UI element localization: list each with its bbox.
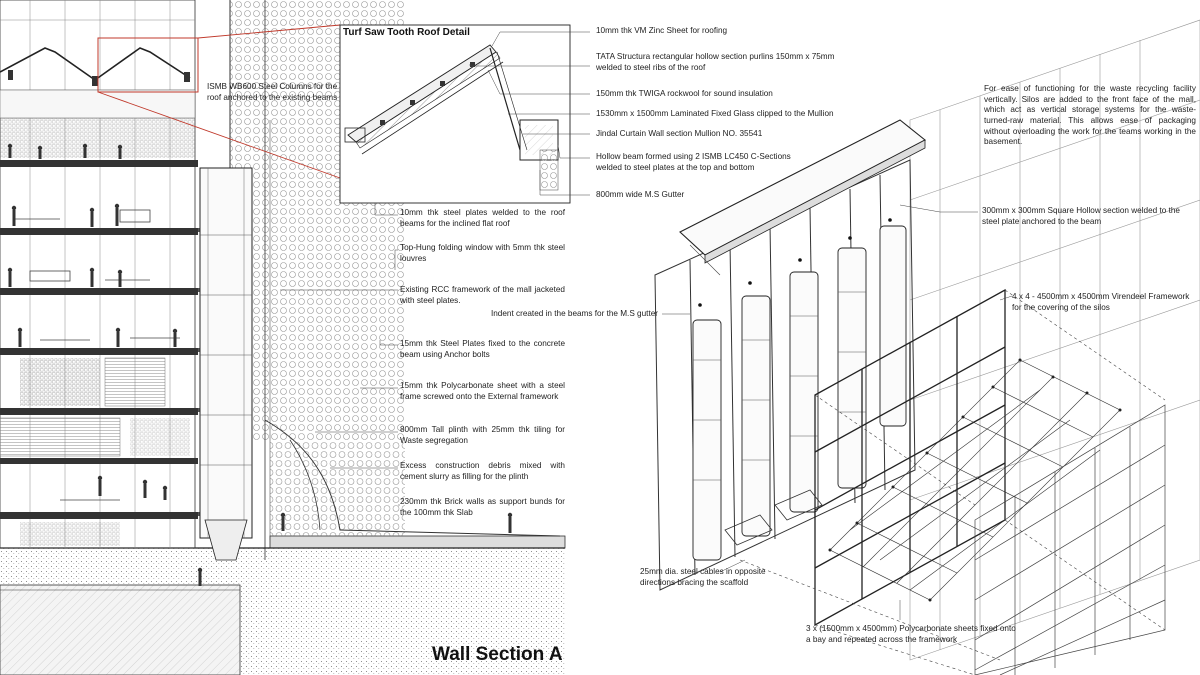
- roof-note-gutter: 800mm wide M.S Gutter: [596, 190, 685, 199]
- floor-slabs: [0, 160, 228, 519]
- roof-note-rockwool: 150mm thk TWIGA rockwool for sound insul…: [596, 89, 773, 98]
- section-note-plinth: 800mm Tall plinth with 25mm thk tiling f…: [400, 425, 565, 445]
- section-note-rcc: Existing RCC framework of the mall jacke…: [400, 285, 565, 305]
- section-note-anchor-plates: 15mm thk Steel Plates fixed to the concr…: [400, 339, 565, 359]
- iso-note-indent: Indent created in the beams for the M.S …: [490, 309, 658, 318]
- isometric-silo-drawing: [654, 19, 1200, 675]
- section-note-window: Top-Hung folding window with 5mm thk ste…: [400, 243, 565, 263]
- section-note-steel-plates: 10mm thk steel plates welded to the roof…: [400, 208, 565, 228]
- silo-tube: [199, 167, 253, 561]
- iso-roof-canopy: [679, 119, 927, 276]
- roof-detail-drawing: [339, 24, 590, 204]
- iso-cable-bracing: [829, 359, 1121, 601]
- roof-note-mullion: Jindal Curtain Wall section Mullion NO. …: [596, 129, 763, 138]
- roof-detail-title: Turf Saw Tooth Roof Detail: [343, 27, 470, 38]
- iso-note-square-hollow: 300mm x 300mm Square Hollow section weld…: [982, 206, 1180, 226]
- roof-note-hollow-beam: Hollow beam formed using 2 ISMB LC450 C-…: [596, 152, 791, 172]
- iso-polycarbonate-panel: [974, 404, 1166, 675]
- people-figures: [7, 143, 513, 586]
- iso-note-virendeel: 4 x 4 - 4500mm x 4500mm Virendeel Framew…: [1012, 292, 1190, 312]
- iso-silos: [692, 225, 907, 561]
- section-note-debris: Excess construction debris mixed with ce…: [400, 461, 565, 481]
- wall-section-title: Wall Section A: [432, 644, 563, 665]
- iso-description: For ease of functioning for the waste re…: [984, 84, 1196, 147]
- section-note-brick-walls: 230mm thk Brick walls as support bunds f…: [400, 497, 565, 517]
- iso-leaders: [662, 204, 1013, 620]
- roof-detail-callout-frame: [97, 37, 199, 93]
- roof-note-zinc-sheet: 10mm thk VM Zinc Sheet for roofing: [596, 26, 728, 35]
- saw-tooth-roof: [0, 47, 191, 81]
- roof-note-glass: 1530mm x 1500mm Laminated Fixed Glass cl…: [596, 109, 834, 118]
- iso-note-polycarbonate: 3 x (1500mm x 4500mm) Polycarbonate shee…: [806, 624, 1016, 644]
- existing-wall-cells-lower: [270, 440, 405, 545]
- roof-note-purlins: TATA Structura rectangular hollow sectio…: [596, 52, 835, 72]
- column-note: ISMB WB600 Steel Columns for the roof an…: [207, 82, 338, 102]
- section-note-polycarbonate: 15mm thk Polycarbonate sheet with a stee…: [400, 381, 565, 401]
- roof-leaders: [469, 31, 590, 196]
- iso-note-cables: 25mm dia. steel cables in opposite direc…: [640, 567, 766, 587]
